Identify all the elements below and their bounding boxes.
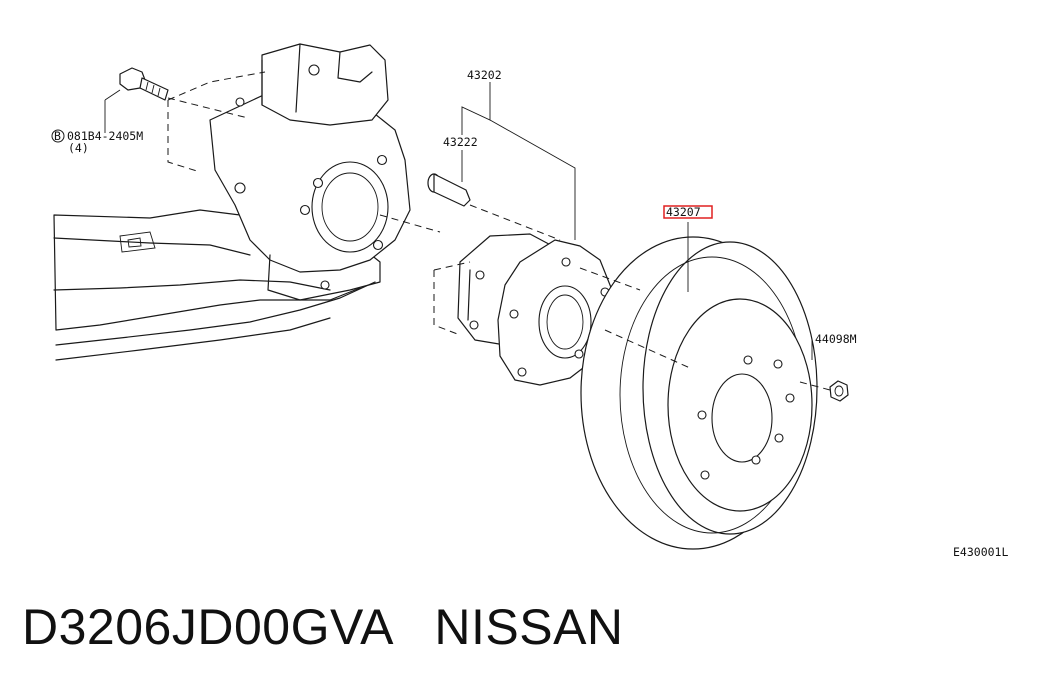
brand-name: NISSAN <box>434 599 624 655</box>
exploded-parts-diagram: B 081B4-2405M (4) 43202 43222 43207 4409… <box>51 43 1008 559</box>
brake-rotor-part <box>580 236 818 550</box>
hub-bolt-part <box>427 173 471 207</box>
nut-part <box>829 380 849 402</box>
bolt-symbol: B <box>54 129 61 143</box>
hub-assembly-part <box>457 233 613 386</box>
leader-lines <box>104 82 813 360</box>
figure-code: E430001L <box>953 545 1008 559</box>
hub-bolt-callout-label: 43222 <box>443 135 478 149</box>
rotor-callout-label: 43207 <box>666 205 701 219</box>
callout-bolt: B 081B4-2405M (4) <box>51 129 143 155</box>
nut-callout-label: 44098M <box>815 332 857 346</box>
knuckle-drawing <box>53 43 411 361</box>
part-number: D3206JD00GVA <box>22 599 392 655</box>
bolt-quantity-label: (4) <box>68 141 89 155</box>
bolt-callout-label: 081B4-2405M <box>67 129 143 143</box>
part-caption: D3206JD00GVA NISSAN <box>22 598 624 656</box>
rotor-callout: 43207 <box>663 205 713 219</box>
bolt-part <box>119 67 169 101</box>
rotor-highlight-box <box>663 205 713 219</box>
hub-assembly-callout-label: 43202 <box>467 68 502 82</box>
assembly-lines <box>167 71 831 391</box>
